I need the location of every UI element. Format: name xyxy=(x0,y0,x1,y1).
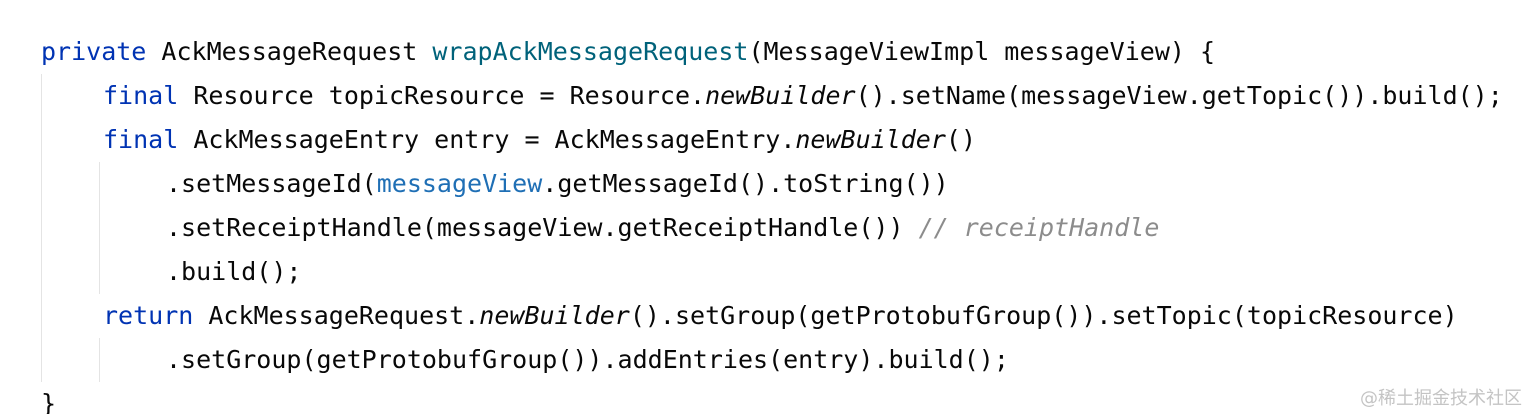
call-chain: .setGroup(getProtobufGroup()).addEntries… xyxy=(166,345,1009,374)
code-line-6[interactable]: .build(); xyxy=(166,250,301,294)
code-line-5[interactable]: .setReceiptHandle(messageView.getReceipt… xyxy=(166,206,1159,250)
final-keyword: final xyxy=(103,81,179,110)
declaration: AckMessageEntry entry = AckMessageEntry. xyxy=(178,125,796,154)
call-prefix: .setMessageId( xyxy=(166,169,377,198)
return-keyword: return xyxy=(103,301,194,330)
closing-brace: } xyxy=(41,389,57,414)
declaration: AckMessageRequest. xyxy=(193,301,480,330)
call-chain: ().setGroup(getProtobufGroup()).setTopic… xyxy=(629,301,1458,330)
return-type: AckMessageRequest xyxy=(161,37,418,66)
indent-guide-outer xyxy=(41,74,42,382)
code-line-2[interactable]: final Resource topicResource = Resource.… xyxy=(103,74,1503,118)
method-params: (MessageViewImpl messageView) { xyxy=(748,37,1216,66)
call-chain: .setReceiptHandle(messageView.getReceipt… xyxy=(166,213,904,242)
indent-guide-inner-2 xyxy=(99,338,100,382)
static-call: newBuilder xyxy=(795,125,946,154)
code-line-9[interactable]: } xyxy=(41,382,56,414)
line-comment: // receiptHandle xyxy=(903,213,1160,242)
static-call: newBuilder xyxy=(705,81,856,110)
modifier-keyword: private xyxy=(41,37,147,66)
code-line-8[interactable]: .setGroup(getProtobufGroup()).addEntries… xyxy=(166,338,1009,382)
watermark: @稀土掘金技术社区 xyxy=(1360,388,1522,409)
call-chain: .build(); xyxy=(166,257,302,286)
declaration: Resource topicResource = Resource. xyxy=(178,81,706,110)
code-line-1[interactable]: private AckMessageRequest wrapAckMessage… xyxy=(41,30,1215,74)
code-line-4[interactable]: .setMessageId(messageView.getMessageId()… xyxy=(166,162,949,206)
field-reference: messageView xyxy=(376,169,543,198)
code-line-3[interactable]: final AckMessageEntry entry = AckMessage… xyxy=(103,118,976,162)
call-chain: () xyxy=(945,125,976,154)
static-call: newBuilder xyxy=(479,301,630,330)
indent-guide-inner-1 xyxy=(99,162,100,294)
call-suffix: .getMessageId().toString()) xyxy=(542,169,949,198)
code-line-7[interactable]: return AckMessageRequest.newBuilder().se… xyxy=(103,294,1458,338)
final-keyword: final xyxy=(103,125,179,154)
method-name: wrapAckMessageRequest xyxy=(432,37,749,66)
call-chain: ().setName(messageView.getTopic()).build… xyxy=(855,81,1503,110)
